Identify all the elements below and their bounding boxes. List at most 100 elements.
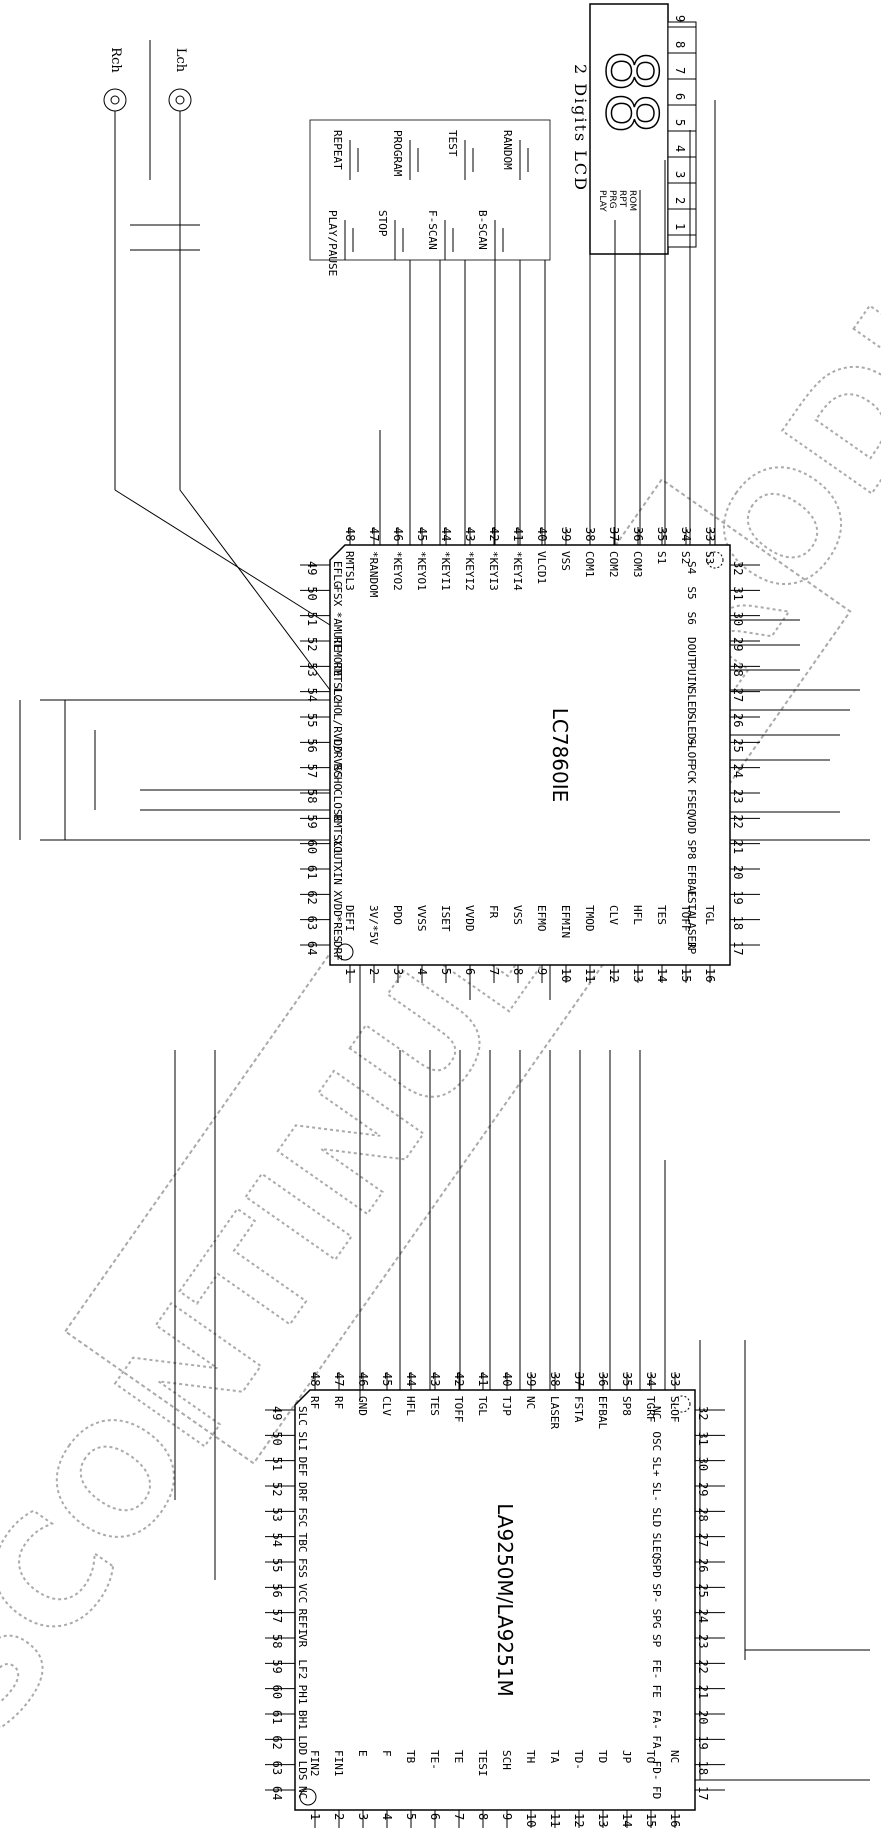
main-pin-num: 61 [305,865,319,879]
lcd-pin-7: 7 [668,67,696,80]
main-pin-51: 51*AMUTE [300,612,344,651]
chip-servo-name: LA9250M/LA9251M [493,1503,517,1697]
main-pin-num: 8 [511,968,525,975]
servo-pin-signal: FE- [650,1659,663,1679]
main-pin-num: 1 [343,968,357,975]
servo-pin-signal: TA [548,1750,561,1764]
servo-pin-num: 53 [270,1507,284,1521]
servo-pin-num: 23 [696,1634,710,1648]
servo-pin-num: 5 [404,1813,418,1820]
lcd-indicator-play: PLAY [597,190,607,212]
key-switch: PROGRAM [391,130,419,180]
servo-pin-num: 36 [596,1372,610,1386]
main-pin-signal: REMOTE [331,637,344,677]
main-pin-signal: S2 [679,551,692,564]
servo-pin-signal: SCH [500,1750,513,1770]
main-pin-num: 37 [607,527,621,541]
servo-pin-num: 37 [572,1372,586,1386]
main-pin-num: 41 [511,527,525,541]
servo-pin-4: 4F [380,1750,394,1828]
main-pin-num: 48 [343,527,357,541]
servo-pin-num: 61 [270,1710,284,1724]
main-pin-signal: *KEYI1 [439,551,452,591]
servo-pin-6: 6TE- [428,1750,442,1828]
wiring [19,40,870,1781]
servo-pin-signal: FA [650,1735,663,1749]
servo-pin-signal: TD [596,1750,609,1763]
main-pin-num: 51 [305,612,319,626]
main-pin-num: 31 [731,586,745,600]
servo-pin-num: 40 [500,1372,514,1386]
servo-pin-signal: FE [650,1685,663,1698]
main-pin-num: 63 [305,916,319,930]
servo-pin-signal: SP [650,1634,663,1648]
servo-pin-num: 44 [404,1372,418,1386]
main-pin-signal: FR [487,905,500,919]
main-pin-signal: FSTA [685,890,698,917]
servo-pin-signal: TH [524,1750,537,1763]
main-pin-num: 15 [679,968,693,982]
main-pin-num: 42 [487,527,501,541]
servo-pin-num: 64 [270,1786,284,1800]
main-pin-signal: VDD [685,814,698,834]
servo-pin-num: 20 [696,1710,710,1724]
servo-pin-signal: DRF [296,1482,309,1502]
main-pin-signal: RCHO [331,764,344,791]
servo-pin-num: 21 [696,1685,710,1699]
main-pin-num: 3 [391,968,405,975]
servo-pin-num: 34 [644,1372,658,1386]
main-pin-signal: S3 [703,551,716,564]
main-pin-signal: DRF [331,941,344,961]
servo-pin-signal: LASER [548,1396,561,1429]
servo-pin-num: 6 [428,1813,442,1820]
orientation-mark-circle [706,551,724,569]
servo-pin-num: 18 [696,1761,710,1775]
servo-pin-num: 54 [270,1533,284,1547]
lcd-pin-num: 5 [673,119,687,126]
servo-pin-num: 28 [696,1507,710,1521]
servo-pin-signal: FSS [296,1558,309,1578]
servo-pin-signal: NC [524,1396,537,1409]
servo-orientation-mark-circle [673,1395,691,1413]
servo-pin-signal: JP [620,1750,633,1764]
servo-pin-signal: RF [308,1396,321,1409]
main-pin-num: 7 [487,968,501,975]
main-pin-44: 44*KEYI1 [439,527,453,591]
servo-pin-signal: NC [668,1750,681,1763]
main-pin-47: 47*RANDOM [367,527,381,598]
main-pin-46: 46*KEYO2 [391,527,405,591]
main-pin-num: 36 [631,527,645,541]
main-pin-signal: RMTSL2 [331,662,344,702]
servo-pin-signal: TGL [476,1396,489,1416]
main-pin-num: 11 [583,968,597,982]
main-pin-num: 54 [305,688,319,702]
main-pin-signal: TOFF [679,905,692,932]
servo-pin-signal: FIN1 [332,1750,345,1777]
chip-main: LC7860IE 1DEFI23V/*5V3PDO4VVSS5ISET6VVDD… [300,527,760,983]
servo-pin-num: 22 [696,1659,710,1673]
